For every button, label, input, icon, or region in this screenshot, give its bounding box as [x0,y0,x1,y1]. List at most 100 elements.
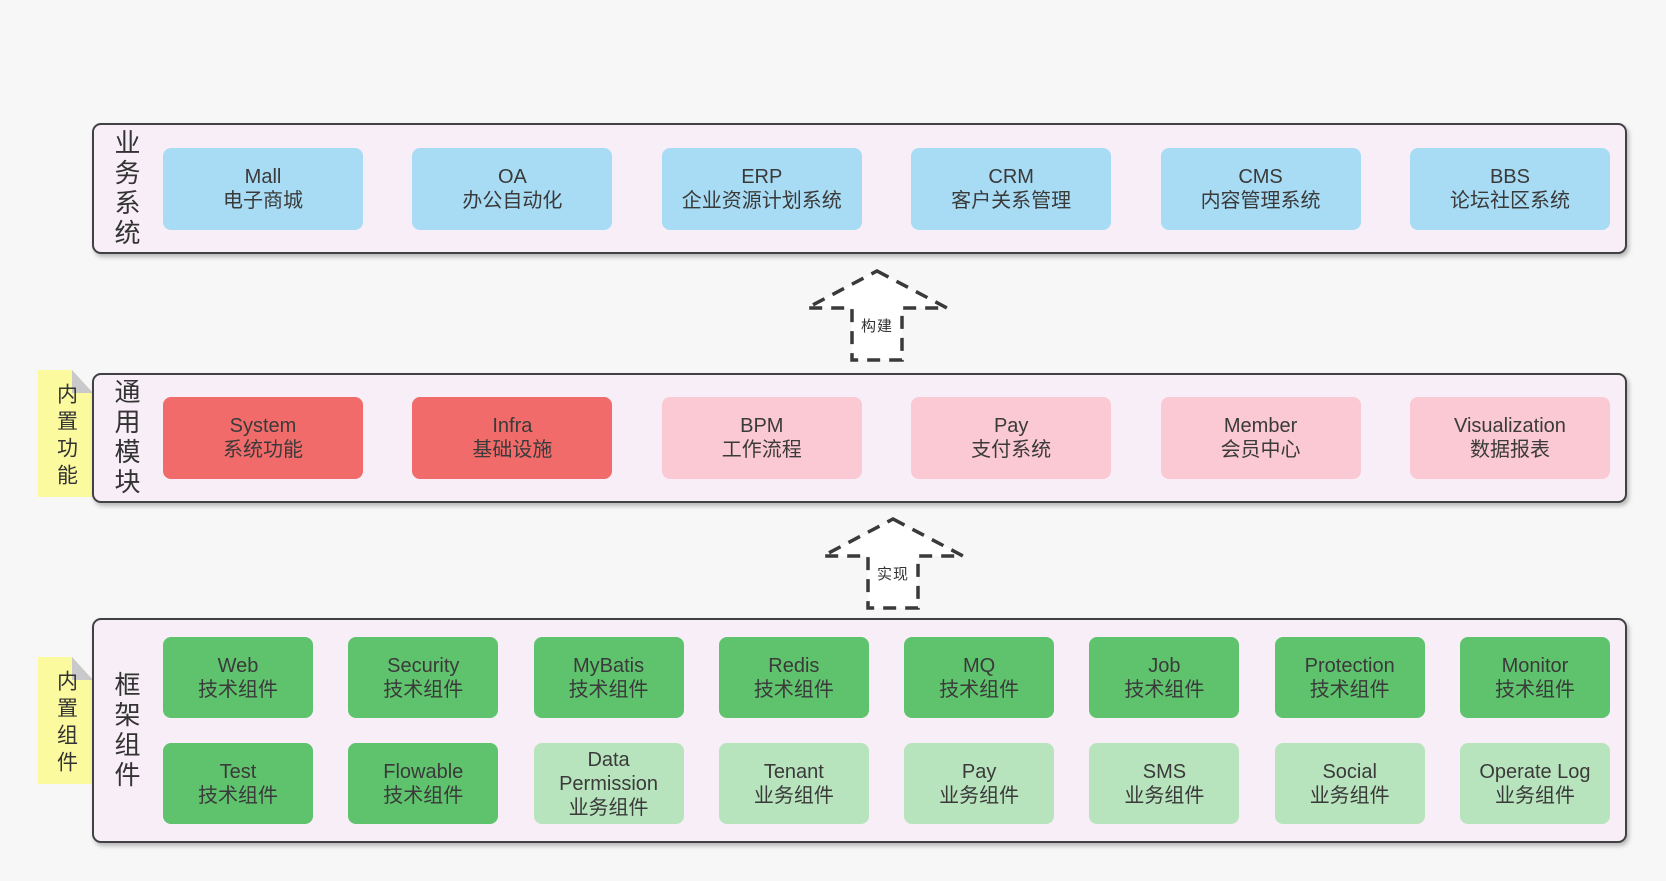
box-subtitle: 系统功能 [223,439,303,461]
box-subtitle: 论坛社区系统 [1449,189,1570,212]
component-box-data-permission: Data Permission 业务组件 [533,743,684,824]
module-box-pay: Pay 支付系统 [911,397,1112,479]
box-name: Mall [244,165,282,188]
box-subtitle: 技术组件 [198,784,278,807]
box-subtitle: 技术组件 [383,678,464,701]
box-subtitle: 技术组件 [198,678,278,701]
component-box-monitor: Monitor 技术组件 [1459,637,1610,718]
box-subtitle: 数据报表 [1469,439,1550,461]
build-arrow: 构建 [802,268,952,363]
box-name: BPM [740,415,784,437]
component-box-pay: Pay 业务组件 [904,743,1055,824]
module-box-bpm: BPM 工作流程 [661,397,862,479]
build-arrow-label: 构建 [860,318,893,335]
box-subtitle: 技术组件 [1494,678,1575,701]
box-name: Pay [961,760,997,783]
box-name: ERP [741,165,783,188]
component-box-mq: MQ 技术组件 [904,637,1055,718]
system-box-mall: Mall 电子商城 [163,147,363,230]
box-name: Pay [993,415,1029,437]
box-subtitle: 办公自动化 [462,189,563,212]
common-modules-row: System 系统功能 Infra 基础设施 BPM 工作流程 Pay 支付系统… [163,397,1610,479]
component-box-test: Test 技术组件 [163,743,313,824]
component-box-tenant: Tenant 业务组件 [718,743,869,824]
box-subtitle: 技术组件 [1309,678,1390,701]
box-name: Operate Log [1479,760,1591,783]
box-name: Protection [1304,654,1395,677]
business-systems-row: Mall 电子商城 OA 办公自动化 ERP 企业资源计划系统 CRM 客户关系… [163,147,1610,230]
module-box-system: System 系统功能 [163,397,363,479]
system-box-erp: ERP 企业资源计划系统 [661,147,862,230]
system-box-oa: OA 办公自动化 [412,147,613,230]
box-subtitle: 技术组件 [753,678,834,701]
component-box-social: Social 业务组件 [1274,743,1425,824]
box-name: MyBatis [573,654,645,677]
layer-panel-framework-components: 框架组件 Web 技术组件 Security 技术组件 MyBatis 技术组件… [92,618,1627,843]
box-subtitle: 技术组件 [568,678,649,701]
sticky-note-built-in-features: 内置功能 [38,370,93,497]
layer-title-common-modules: 通用模块 [111,378,141,498]
box-subtitle: 技术组件 [939,678,1020,701]
component-box-operate-log: Operate Log 业务组件 [1459,743,1610,824]
layer-title-framework-components: 框架组件 [111,670,141,791]
up-arrow-outline-icon [806,269,948,362]
folded-corner-icon [72,657,93,680]
sticky-note-label: 内置功能 [54,382,78,491]
box-subtitle: 业务组件 [568,796,649,819]
box-subtitle: 工作流程 [721,439,802,461]
box-subtitle: 业务组件 [1124,784,1205,807]
box-name: CMS [1238,165,1283,188]
up-arrow-outline-icon [822,517,964,610]
layer-title-business-systems: 业务系统 [111,128,141,249]
box-subtitle: 会员中心 [1220,439,1301,461]
box-subtitle: 内容管理系统 [1200,189,1321,212]
system-box-cms: CMS 内容管理系统 [1160,147,1361,230]
box-name: Monitor [1501,654,1569,677]
implement-arrow-label: 实现 [876,566,909,583]
box-subtitle: 技术组件 [383,784,464,807]
folded-corner-icon [72,370,93,393]
implement-arrow: 实现 [818,516,968,611]
box-name: Security [387,654,460,677]
sticky-note-label: 内置组件 [54,669,78,778]
box-subtitle: 业务组件 [939,784,1020,807]
box-subtitle: 支付系统 [971,439,1052,461]
box-subtitle: 电子商城 [223,189,303,212]
system-box-bbs: BBS 论坛社区系统 [1409,147,1610,230]
box-name: Social [1322,760,1377,783]
component-box-redis: Redis 技术组件 [718,637,869,718]
framework-components-row-1: Web 技术组件 Security 技术组件 MyBatis 技术组件 Redi… [163,637,1610,718]
box-name: Job [1148,654,1181,677]
system-box-crm: CRM 客户关系管理 [911,147,1112,230]
component-box-flowable: Flowable 技术组件 [348,743,499,824]
box-subtitle: 客户关系管理 [951,189,1072,212]
sticky-note-shape [38,657,93,784]
box-name: BBS [1489,165,1530,188]
component-box-web: Web 技术组件 [163,637,313,718]
box-subtitle: 业务组件 [753,784,834,807]
layer-panel-business-systems: 业务系统 Mall 电子商城 OA 办公自动化 ERP 企业资源计划系统 CRM… [92,123,1627,254]
module-box-infra: Infra 基础设施 [412,397,613,479]
component-box-protection: Protection 技术组件 [1274,637,1425,718]
box-name: Test [219,760,257,783]
component-box-security: Security 技术组件 [348,637,499,718]
component-box-sms: SMS 业务组件 [1089,743,1240,824]
box-name: Data Permission [559,748,659,795]
box-name: MQ [963,654,996,677]
component-box-mybatis: MyBatis 技术组件 [533,637,684,718]
box-name: System [229,415,297,437]
box-subtitle: 企业资源计划系统 [681,189,842,212]
sticky-note-built-in-components: 内置组件 [38,657,93,784]
module-box-member: Member 会员中心 [1160,397,1361,479]
box-name: CRM [988,165,1034,188]
box-name: SMS [1142,760,1187,783]
framework-components-row-2: Test 技术组件 Flowable 技术组件 Data Permission … [163,743,1610,824]
layer-panel-common-modules: 通用模块 System 系统功能 Infra 基础设施 BPM 工作流程 Pay… [92,373,1627,503]
box-name: Web [217,654,259,677]
box-name: Flowable [383,760,464,783]
box-name: Tenant [763,760,824,783]
box-subtitle: 基础设施 [472,439,553,461]
box-name: Visualization [1453,415,1566,437]
box-subtitle: 技术组件 [1124,678,1205,701]
